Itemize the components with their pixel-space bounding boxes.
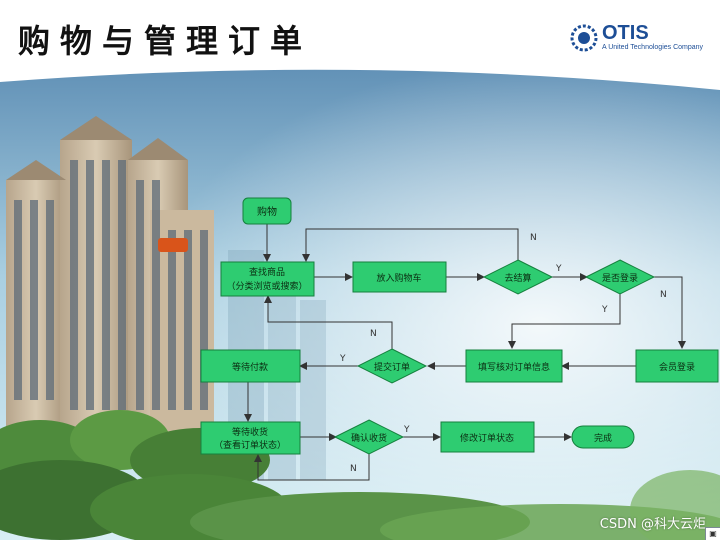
label-confirm-yes: Y	[403, 425, 410, 435]
node-await-receipt: 等待收货 （查看订单状态）	[200, 421, 301, 455]
node-member-login: 会员登录	[635, 349, 719, 383]
trees-foreground	[0, 410, 720, 540]
edge-confirm-no	[254, 454, 370, 481]
csdn-watermark: CSDN @科大云炬	[599, 517, 706, 532]
edge-checkout-no	[302, 228, 519, 262]
logo-tagline: A United Technologies Company	[602, 44, 704, 51]
slide-stage: 购物 查找商品 （分类浏览或搜索） 放入购物车 去结算 是否登录 会员登录 填写…	[0, 60, 720, 540]
edge-login-yes	[508, 294, 621, 349]
label-checkout-yes: Y	[555, 264, 562, 274]
label-checkout-no: N	[530, 233, 537, 243]
svg-text:去结算: 去结算	[504, 272, 531, 284]
node-modify-status: 修改订单状态	[440, 421, 535, 453]
flow-connectors	[244, 224, 686, 481]
slide-title: 购物与管理订单	[18, 22, 313, 60]
node-submit-order-decision: 提交订单	[356, 348, 428, 384]
node-confirm-receipt-decision: 确认收货	[333, 419, 405, 455]
node-await-payment: 等待付款	[200, 349, 301, 383]
svg-text:是否登录: 是否登录	[602, 273, 638, 284]
edge-labels: N Y N Y N Y Y N	[339, 233, 667, 474]
otis-logo-icon	[570, 24, 598, 52]
edge-submit-no	[264, 295, 393, 349]
node-shopping: 购物	[242, 197, 292, 225]
label-submit-yes: Y	[339, 354, 346, 364]
svg-text:购物: 购物	[257, 205, 277, 218]
logo-name: OTIS	[602, 22, 649, 44]
label-login-no: N	[660, 290, 667, 300]
svg-text:填写核对订单信息: 填写核对订单信息	[478, 361, 550, 373]
svg-text:确认收货: 确认收货	[351, 432, 387, 444]
hotel-building-image	[6, 116, 214, 440]
node-logged-in-decision: 是否登录	[584, 259, 656, 295]
label-confirm-no: N	[350, 464, 357, 474]
svg-text:等待付款: 等待付款	[232, 361, 268, 373]
svg-text:完成: 完成	[594, 432, 612, 444]
svg-text:修改订单状态: 修改订单状态	[460, 432, 514, 444]
svg-text:（分类浏览或搜索）: （分类浏览或搜索）	[226, 280, 307, 292]
label-submit-no: N	[370, 329, 377, 339]
svg-text:查找商品: 查找商品	[249, 266, 285, 278]
otis-logo: OTIS A United Technologies Company	[570, 22, 710, 56]
svg-text:会员登录: 会员登录	[659, 361, 695, 373]
corner-icon: ▣	[705, 527, 720, 540]
svg-text:等待收货: 等待收货	[232, 426, 268, 438]
edge-login-no	[654, 276, 686, 349]
node-add-to-cart: 放入购物车	[352, 261, 447, 293]
svg-text:放入购物车: 放入购物车	[376, 272, 421, 284]
svg-text:（查看订单状态）: （查看订单状态）	[214, 439, 286, 451]
node-fill-order: 填写核对订单信息	[465, 349, 563, 383]
svg-text:提交订单: 提交订单	[374, 361, 410, 373]
label-login-yes: Y	[601, 305, 608, 315]
node-checkout-decision: 去结算	[482, 259, 554, 295]
header-curve	[0, 60, 720, 90]
flowchart-canvas: 购物 查找商品 （分类浏览或搜索） 放入购物车 去结算 是否登录 会员登录 填写…	[0, 60, 720, 540]
node-find-product: 查找商品 （分类浏览或搜索）	[220, 261, 315, 297]
node-done: 完成	[571, 425, 635, 449]
